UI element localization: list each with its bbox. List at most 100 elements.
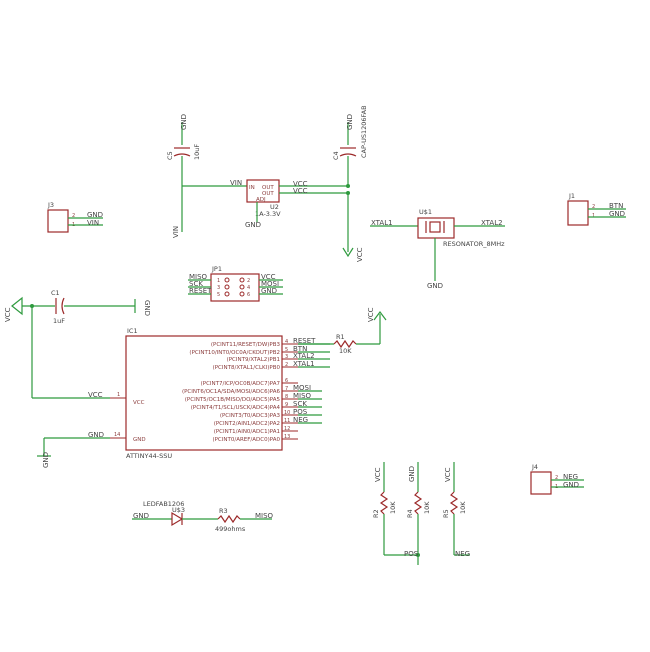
ic1-pin-pa7: (PCINT7/ICP/OC0B/ADC7)PA7 bbox=[201, 381, 281, 387]
jp1-name: JP1 bbox=[211, 265, 222, 273]
j3-connector[interactable]: J3 2 1 bbox=[47, 201, 75, 233]
r5-name: R5 bbox=[442, 509, 450, 518]
ic1-pin-pa3: (PCINT3/T0/ADC3)PA3 bbox=[220, 413, 281, 419]
j1-pin-num-1: 1 bbox=[592, 213, 595, 219]
ic1-pin-num-6: 6 bbox=[285, 378, 288, 384]
resonator[interactable]: U$1 RESONATOR_8MHz bbox=[417, 208, 505, 248]
jp1-sck: SCK bbox=[189, 280, 203, 288]
c4-value: CAP-US1206FAB bbox=[360, 105, 368, 158]
led[interactable]: LEDFAB1206 U$3 bbox=[143, 500, 185, 527]
ic1-pin-pa5: (PCINT5/OC1B/MISO/DO/ADC5)PA5 bbox=[185, 397, 281, 403]
net-pos: POS bbox=[293, 408, 308, 416]
neg-label: NEG bbox=[455, 550, 470, 558]
xtal1-label: XTAL1 bbox=[371, 219, 393, 227]
ic1-attiny44[interactable]: IC1 ATTINY44-SSU VCC 1 GND 14 (PCINT11/R… bbox=[110, 327, 298, 460]
jp1-num-5: 5 bbox=[217, 292, 220, 298]
xtal2-label: XTAL2 bbox=[481, 219, 503, 227]
r1-resistor[interactable]: R1 10K bbox=[333, 333, 357, 355]
led-gnd-label: GND bbox=[133, 512, 149, 520]
r2-vcc-label: VCC bbox=[374, 467, 382, 482]
jp1-vcc: VCC bbox=[261, 273, 276, 281]
u2-pin-in: IN bbox=[249, 185, 255, 191]
c1-vcc-arrow bbox=[11, 296, 23, 316]
ic1-pin-vcc: VCC bbox=[133, 400, 145, 406]
ic1-pin-num-5: 5 bbox=[285, 347, 288, 353]
jp1-num-3: 3 bbox=[217, 285, 220, 291]
r3-name: R3 bbox=[219, 507, 228, 515]
vin-label: VIN bbox=[172, 226, 180, 238]
net-xtal2: XTAL2 bbox=[293, 352, 315, 360]
jp1-reset: RESET bbox=[189, 287, 212, 295]
ic1-pin-num-7: 7 bbox=[285, 386, 288, 392]
u2-pin-out-2: OUT bbox=[262, 191, 274, 197]
r1-name: R1 bbox=[336, 333, 345, 341]
j1-connector[interactable]: J1 2 1 bbox=[567, 192, 595, 226]
c4-name: C4 bbox=[332, 151, 340, 160]
c1-vcc-label: VCC bbox=[4, 307, 12, 322]
net-btn: BTN bbox=[293, 345, 307, 353]
r4-resistor[interactable]: R4 10K bbox=[406, 491, 431, 518]
ic1-pin-num-9: 9 bbox=[285, 402, 288, 408]
ic1-vcc-net: VCC bbox=[88, 391, 103, 399]
j1-pin-gnd: GND bbox=[609, 210, 625, 218]
u2-pin-out-1: OUT bbox=[262, 185, 274, 191]
ic1-pin-pa0: (PCINT0/AREF/ADC0)PA0 bbox=[212, 437, 280, 443]
j3-name: J3 bbox=[47, 201, 54, 209]
r3-resistor[interactable]: R3 499ohms bbox=[215, 507, 246, 533]
u2-regulator[interactable]: IN OUT OUT ADJ U2 1A-3.3V bbox=[246, 179, 281, 218]
u2-name: U2 bbox=[270, 203, 279, 211]
c1-capacitor[interactable]: C1 1uF bbox=[51, 289, 65, 325]
ic1-pin-num-8: 8 bbox=[285, 394, 288, 400]
j4-pin-neg: NEG bbox=[563, 473, 578, 481]
net-mosi: MOSI bbox=[293, 384, 311, 392]
ic1-pin-num-10: 10 bbox=[284, 410, 290, 416]
ic1-pin-pa4: (PCINT4/T1/SCL/USCK/ADC4)PA4 bbox=[191, 405, 281, 411]
c5-value: 10uF bbox=[193, 144, 201, 160]
pos-label: POS bbox=[404, 550, 419, 558]
net-miso: MISO bbox=[293, 392, 312, 400]
ic1-pin-num-14: 14 bbox=[114, 432, 120, 438]
r5-resistor[interactable]: R5 10K bbox=[442, 491, 467, 518]
vcc-arrow bbox=[342, 247, 354, 258]
r1-vcc-label: VCC bbox=[367, 307, 375, 322]
ic1-pin-pb2: (PCINT10/INT0/OC0A/CKOUT)PB2 bbox=[189, 350, 280, 356]
ic1-pin-pa1: (PCINT1/AIN0/ADC1)PA1 bbox=[214, 429, 280, 435]
net-sck: SCK bbox=[293, 400, 307, 408]
led-value: LEDFAB1206 bbox=[143, 500, 184, 508]
ic1-pin-pb3: (PCINT11/RESET/DW)PB3 bbox=[211, 342, 281, 348]
jp1-num-4: 4 bbox=[247, 285, 250, 291]
jp1-header[interactable]: JP1 1 3 5 2 4 6 bbox=[210, 265, 260, 302]
r2-resistor[interactable]: R2 10K bbox=[372, 491, 397, 518]
c4-capacitor[interactable]: C4 CAP-US1206FAB bbox=[332, 105, 368, 186]
jp1-miso: MISO bbox=[189, 273, 208, 281]
j1-pin-num-2: 2 bbox=[592, 204, 595, 210]
jp1-num-1: 1 bbox=[217, 278, 220, 284]
j4-pin-gnd: GND bbox=[563, 481, 579, 489]
ic1-name: IC1 bbox=[127, 327, 138, 335]
j3-pin-gnd: GND bbox=[87, 211, 103, 219]
ic1-part: ATTINY44-SSU bbox=[126, 452, 172, 460]
led-miso-label: MISO bbox=[255, 512, 274, 520]
r5-value: 10K bbox=[459, 501, 467, 514]
led-name: U$3 bbox=[172, 506, 185, 514]
j1-pin-btn: BTN bbox=[609, 202, 623, 210]
net-xtal1: XTAL1 bbox=[293, 360, 315, 368]
c5-name: C5 bbox=[166, 151, 174, 160]
vcc-label-2: VCC bbox=[293, 187, 308, 195]
ic1-pin-num-3: 3 bbox=[285, 354, 288, 360]
net-reset: RESET bbox=[293, 337, 316, 345]
ic1-pin-num-11: 11 bbox=[284, 418, 290, 424]
r2-value: 10K bbox=[389, 501, 397, 514]
resonator-gnd-label: GND bbox=[427, 282, 443, 290]
ic1-pin-num-12: 12 bbox=[284, 426, 290, 432]
j4-connector[interactable]: J4 2 1 bbox=[530, 463, 558, 495]
ic1-pin-pa6: (PCINT6/OC1A/SDA/MOSI/ADC6)PA6 bbox=[182, 389, 281, 395]
c5-capacitor[interactable]: C5 10uF bbox=[166, 122, 201, 186]
r4-gnd-label: GND bbox=[408, 466, 416, 482]
j4-name: J4 bbox=[531, 463, 538, 471]
c1-value: 1uF bbox=[53, 317, 65, 325]
ic1-pin-num-1: 1 bbox=[117, 392, 120, 398]
r3-value: 499ohms bbox=[215, 525, 246, 533]
ic1-pin-pa2: (PCINT2/AIN1/ADC2)PA2 bbox=[214, 421, 280, 427]
